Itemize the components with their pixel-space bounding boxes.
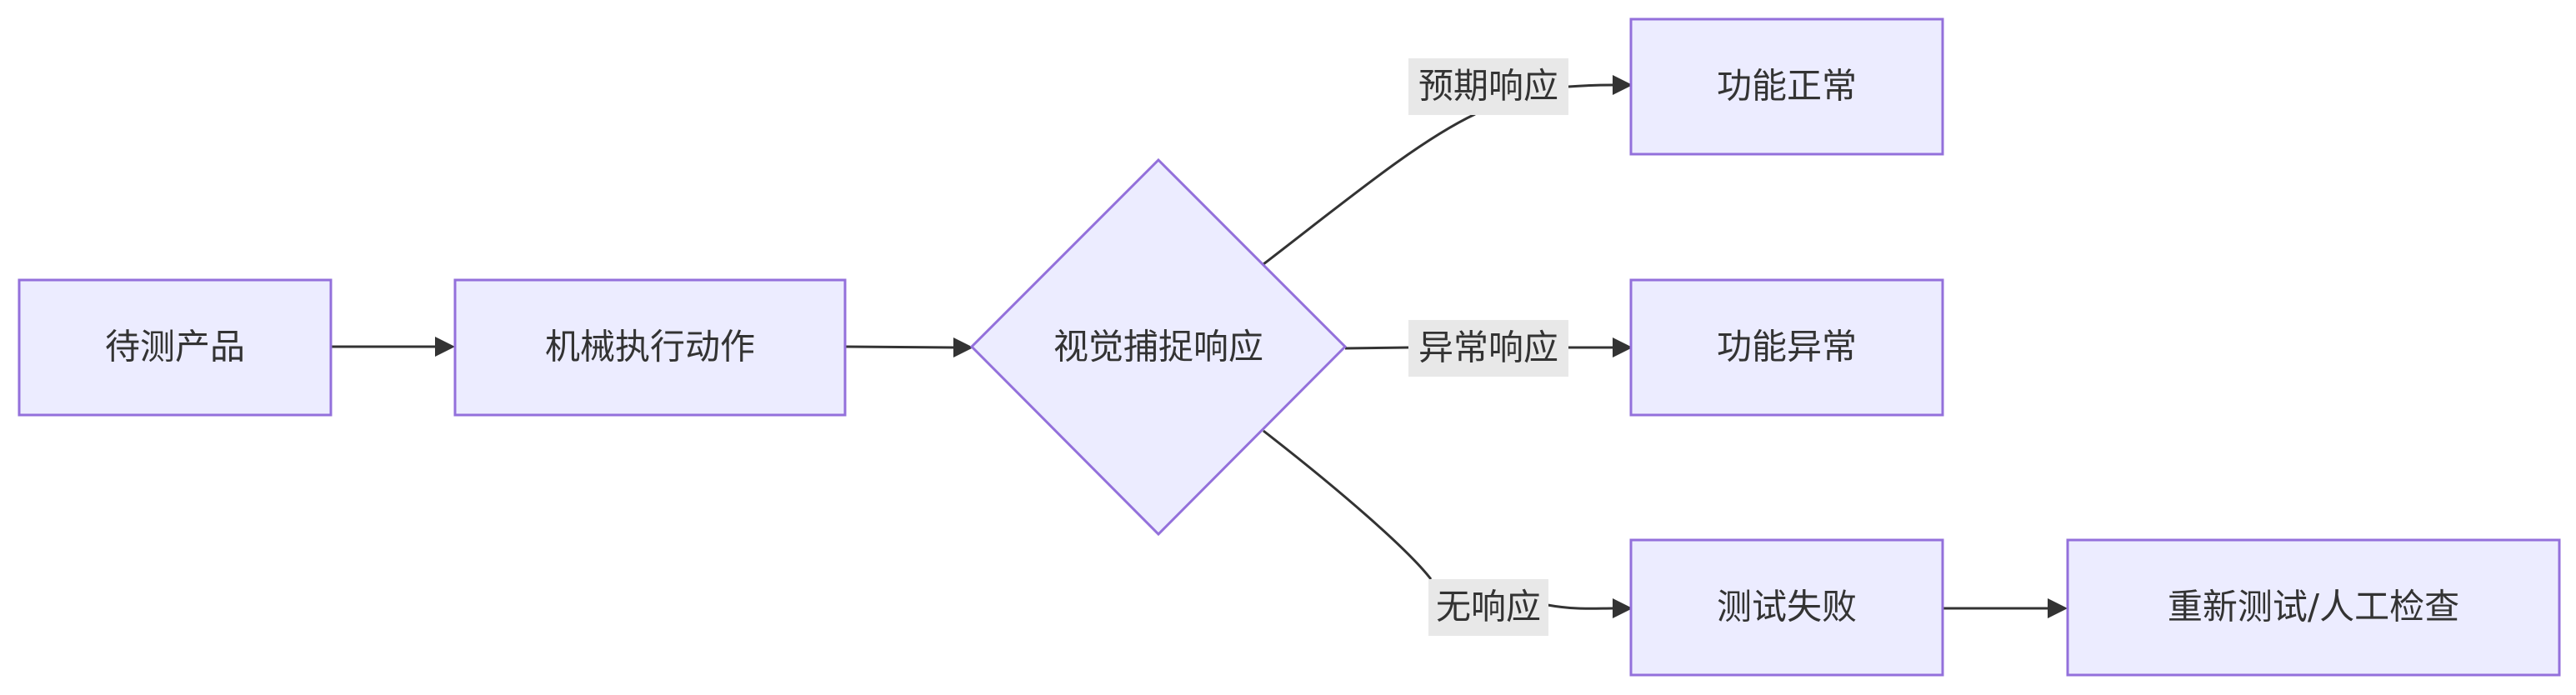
node-product-box [18, 278, 333, 417]
node-product: 待测产品 [18, 278, 333, 417]
node-retest-label: 重新测试/人工检查 [2168, 587, 2459, 628]
node-retest-box [2066, 538, 2561, 677]
arrowhead-visual [953, 338, 973, 358]
edge-mechanical-to-visual [844, 345, 954, 349]
edge-label-expected-bg [1408, 58, 1568, 115]
edge-labels: 预期响应 异常响应 无响应 [1408, 58, 1568, 636]
edge-none-label-to-test-fail [1547, 603, 1613, 610]
edge-label-abnormal-bg [1408, 320, 1568, 377]
node-func-ok-label: 功能正常 [1717, 66, 1857, 107]
node-product-label: 待测产品 [105, 327, 245, 368]
edge-label-abnormal-text: 异常响应 [1418, 328, 1558, 368]
node-func-abnormal-label: 功能异常 [1717, 327, 1857, 368]
node-visual-label: 视觉捕捉响应 [1053, 327, 1263, 368]
node-test-fail: 测试失败 [1629, 538, 1944, 677]
edges [331, 75, 2068, 618]
arrowhead-func-ok [1613, 75, 1633, 95]
edge-label-none: 无响应 [1428, 579, 1548, 636]
node-test-fail-box [1629, 538, 1944, 677]
edge-label-expected: 预期响应 [1408, 58, 1568, 115]
node-mechanical-label: 机械执行动作 [545, 327, 755, 368]
edge-expected-label-to-func-ok [1568, 83, 1613, 88]
edge-visual-to-func-ok [1263, 112, 1476, 266]
node-func-abnormal: 功能异常 [1629, 278, 1944, 417]
node-mechanical-box [453, 278, 847, 417]
edge-label-expected-text: 预期响应 [1418, 66, 1558, 107]
edge-label-none-text: 无响应 [1436, 587, 1541, 628]
node-retest: 重新测试/人工检查 [2066, 538, 2561, 677]
nodes: 待测产品 机械执行动作 视觉捕捉响应 功能正常 功能异常 测试失败 重新测试/人… [18, 18, 2561, 677]
edge-label-none-bg [1428, 579, 1548, 636]
arrowhead-mechanical [435, 337, 455, 357]
node-mechanical: 机械执行动作 [453, 278, 847, 417]
node-func-ok-box [1629, 18, 1944, 156]
node-test-fail-label: 测试失败 [1717, 587, 1857, 628]
node-func-ok: 功能正常 [1629, 18, 1944, 156]
edge-label-abnormal: 异常响应 [1408, 320, 1568, 377]
node-visual-diamond [969, 158, 1348, 537]
arrowhead-func-abnormal [1613, 338, 1633, 358]
arrowhead-retest [2048, 598, 2068, 618]
node-visual: 视觉捕捉响应 [969, 158, 1348, 537]
node-func-abnormal-box [1629, 278, 1944, 417]
edge-visual-to-test-fail [1263, 429, 1433, 580]
arrowhead-test-fail [1613, 598, 1633, 618]
